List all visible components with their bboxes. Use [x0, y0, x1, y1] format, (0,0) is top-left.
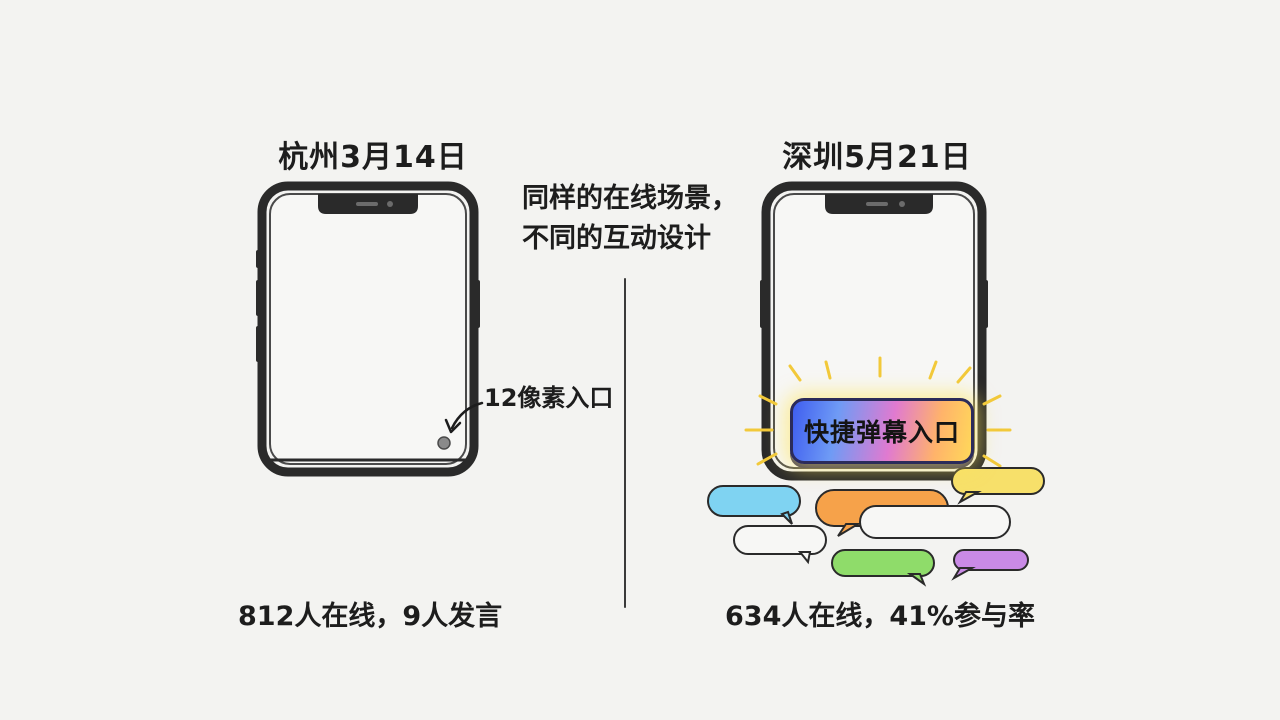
left-phone-title: 杭州3月14日 — [278, 140, 468, 175]
center-caption-line-1: 同样的在线场景， — [522, 183, 738, 214]
button-glow-rays — [744, 356, 1012, 468]
chat-bubble — [733, 525, 827, 565]
right-phone-stat: 634人在线，41%参与率 — [725, 601, 1035, 632]
center-divider — [624, 278, 626, 608]
left-phone-stat: 812人在线，9人发言 — [238, 601, 503, 632]
chat-bubble — [707, 485, 801, 525]
chat-bubble — [831, 549, 935, 587]
annotation-arrow — [444, 401, 484, 434]
right-phone-title: 深圳5月21日 — [782, 140, 972, 175]
left-phone — [256, 181, 480, 477]
entry-size-annotation: 12像素入口 — [484, 384, 614, 412]
chat-bubbles — [707, 467, 1045, 587]
chat-bubble — [951, 549, 1029, 581]
center-caption-line-2: 不同的互动设计 — [522, 223, 711, 254]
entry-dot — [437, 436, 451, 450]
quick-danmaku-entry-button[interactable]: 快捷弹幕入口 — [790, 398, 974, 464]
chat-bubble — [859, 505, 1011, 539]
chat-bubble — [951, 467, 1045, 505]
